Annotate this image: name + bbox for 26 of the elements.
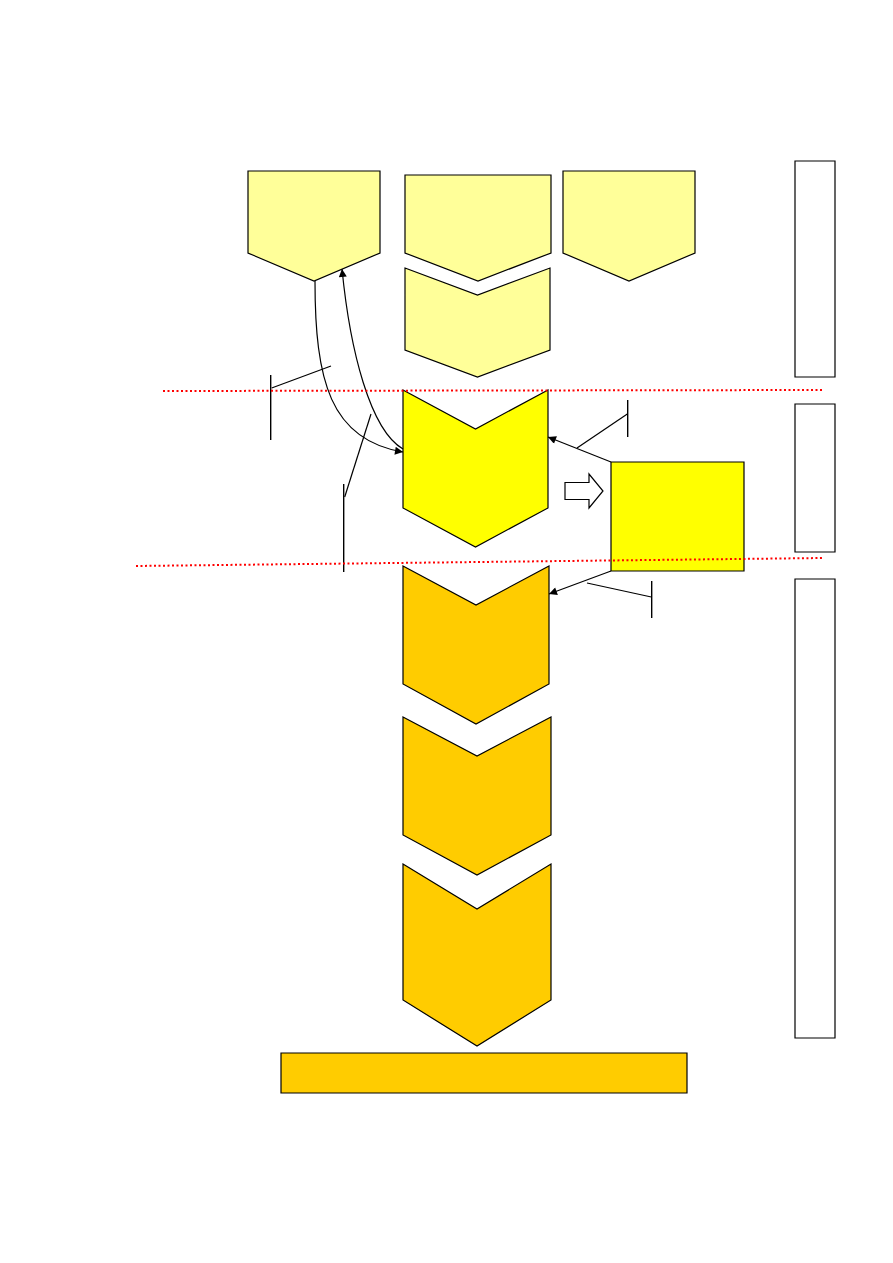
arrow xyxy=(547,436,612,463)
chevron-shape xyxy=(403,566,549,724)
callout-accent-bar xyxy=(627,400,629,437)
chevron-shape xyxy=(403,390,548,547)
leader-line xyxy=(586,582,652,598)
empty-box xyxy=(795,404,835,552)
pentagon-shape xyxy=(563,171,695,281)
arrow xyxy=(548,570,612,595)
callout-accent-bar xyxy=(651,581,653,618)
empty-box xyxy=(795,579,835,1038)
empty-box xyxy=(795,161,835,377)
chevron-shape xyxy=(405,268,550,377)
leader-line xyxy=(344,413,372,498)
block-arrow xyxy=(564,472,604,510)
pentagon-shape xyxy=(405,175,551,281)
chevron-shape xyxy=(403,864,551,1046)
bar-shape xyxy=(281,1053,687,1093)
arrow xyxy=(338,268,404,450)
leader-line xyxy=(271,365,332,389)
callout-accent-bar xyxy=(343,484,345,572)
leader-line xyxy=(576,413,628,449)
callout-accent-bar xyxy=(270,375,272,440)
pentagon-shape xyxy=(248,171,380,281)
chevron-shape xyxy=(403,717,551,875)
arrow xyxy=(314,280,404,455)
empty-box xyxy=(611,462,744,571)
